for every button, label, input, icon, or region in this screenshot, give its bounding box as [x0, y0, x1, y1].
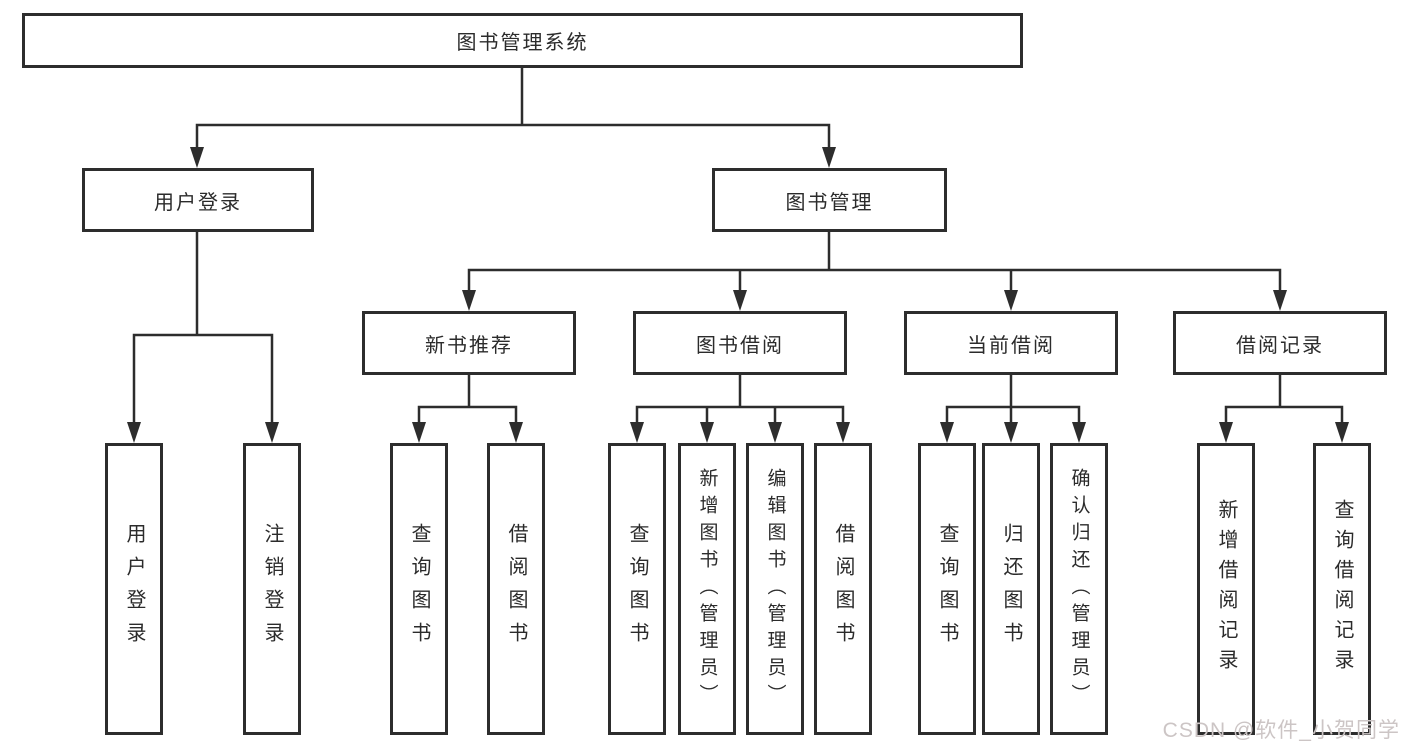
node-label: 查询图书: [408, 523, 430, 655]
leaf-add-books-admin: 新增图书（管理员）: [678, 443, 736, 735]
node-label: 借阅图书: [832, 523, 854, 655]
node-label: 查询图书: [626, 523, 648, 655]
leaf-add-borrow-record: 新增借阅记录: [1197, 443, 1255, 735]
node-new-book-recommendation: 新书推荐: [362, 311, 576, 375]
node-book-management: 图书管理: [712, 168, 947, 232]
csdn-watermark: CSDN @软件_小贺同学: [1162, 719, 1400, 742]
node-label: 新增图书（管理员）: [696, 467, 718, 711]
leaf-logout: 注销登录: [243, 443, 301, 735]
node-label: 查询图书: [936, 523, 958, 655]
leaf-user-login: 用户登录: [105, 443, 163, 735]
node-label: 图书管理系统: [456, 32, 589, 54]
node-user-login: 用户登录: [82, 168, 314, 232]
node-label: 新增借阅记录: [1215, 499, 1237, 679]
node-label: 当前借阅: [967, 334, 1055, 357]
node-label: 图书借阅: [696, 334, 784, 357]
node-label: 图书管理: [785, 191, 874, 214]
leaf-confirm-return-admin: 确认归还（管理员）: [1050, 443, 1108, 735]
node-library-management-system: 图书管理系统: [22, 13, 1023, 68]
leaf-borrow-books-2: 借阅图书: [814, 443, 872, 735]
leaf-edit-books-admin: 编辑图书（管理员）: [746, 443, 804, 735]
node-label: 编辑图书（管理员）: [764, 467, 786, 711]
leaf-query-books-1: 查询图书: [390, 443, 448, 735]
node-label: 用户登录: [123, 523, 145, 655]
node-label: 借阅记录: [1236, 334, 1324, 357]
node-label: 借阅图书: [505, 523, 527, 655]
node-borrowing-records: 借阅记录: [1173, 311, 1387, 375]
arrowheads: [127, 147, 1349, 443]
leaf-return-books: 归还图书: [982, 443, 1040, 735]
node-label: 确认归还（管理员）: [1068, 467, 1090, 711]
node-label: 新书推荐: [425, 334, 513, 357]
node-label: 归还图书: [1000, 523, 1022, 655]
node-book-borrowing: 图书借阅: [633, 311, 847, 375]
node-label: 查询借阅记录: [1331, 499, 1353, 679]
node-label: 用户登录: [154, 191, 242, 214]
leaf-query-books-2: 查询图书: [608, 443, 666, 735]
leaf-query-books-3: 查询图书: [918, 443, 976, 735]
leaf-borrow-books-1: 借阅图书: [487, 443, 545, 735]
leaf-query-borrow-record: 查询借阅记录: [1313, 443, 1371, 735]
node-label: 注销登录: [261, 523, 283, 655]
node-current-borrowing: 当前借阅: [904, 311, 1118, 375]
